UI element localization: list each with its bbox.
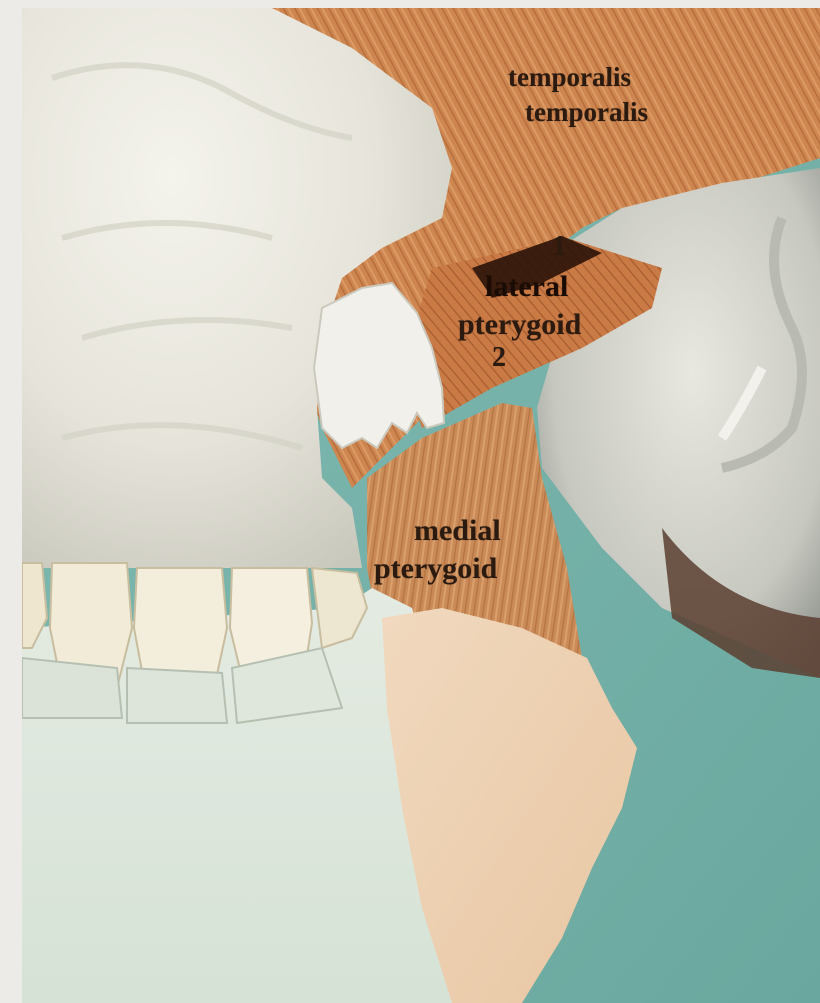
lateral-pterygoid-number-2: 2 [492, 344, 506, 372]
lateral-pterygoid-number-1: 1 [552, 233, 566, 261]
temporalis-label-1: temporalis [508, 64, 631, 91]
medial-pterygoid-label-2: pterygoid [374, 554, 497, 584]
lateral-pterygoid-label-1: lateral [485, 272, 568, 302]
lateral-pterygoid-label-2: pterygoid [458, 310, 581, 340]
temporalis-label-2: temporalis [525, 99, 648, 126]
anatomy-photo: temporalis temporalis 1 lateral pterygoi… [22, 8, 820, 1003]
medial-pterygoid-label-1: medial [414, 516, 501, 546]
